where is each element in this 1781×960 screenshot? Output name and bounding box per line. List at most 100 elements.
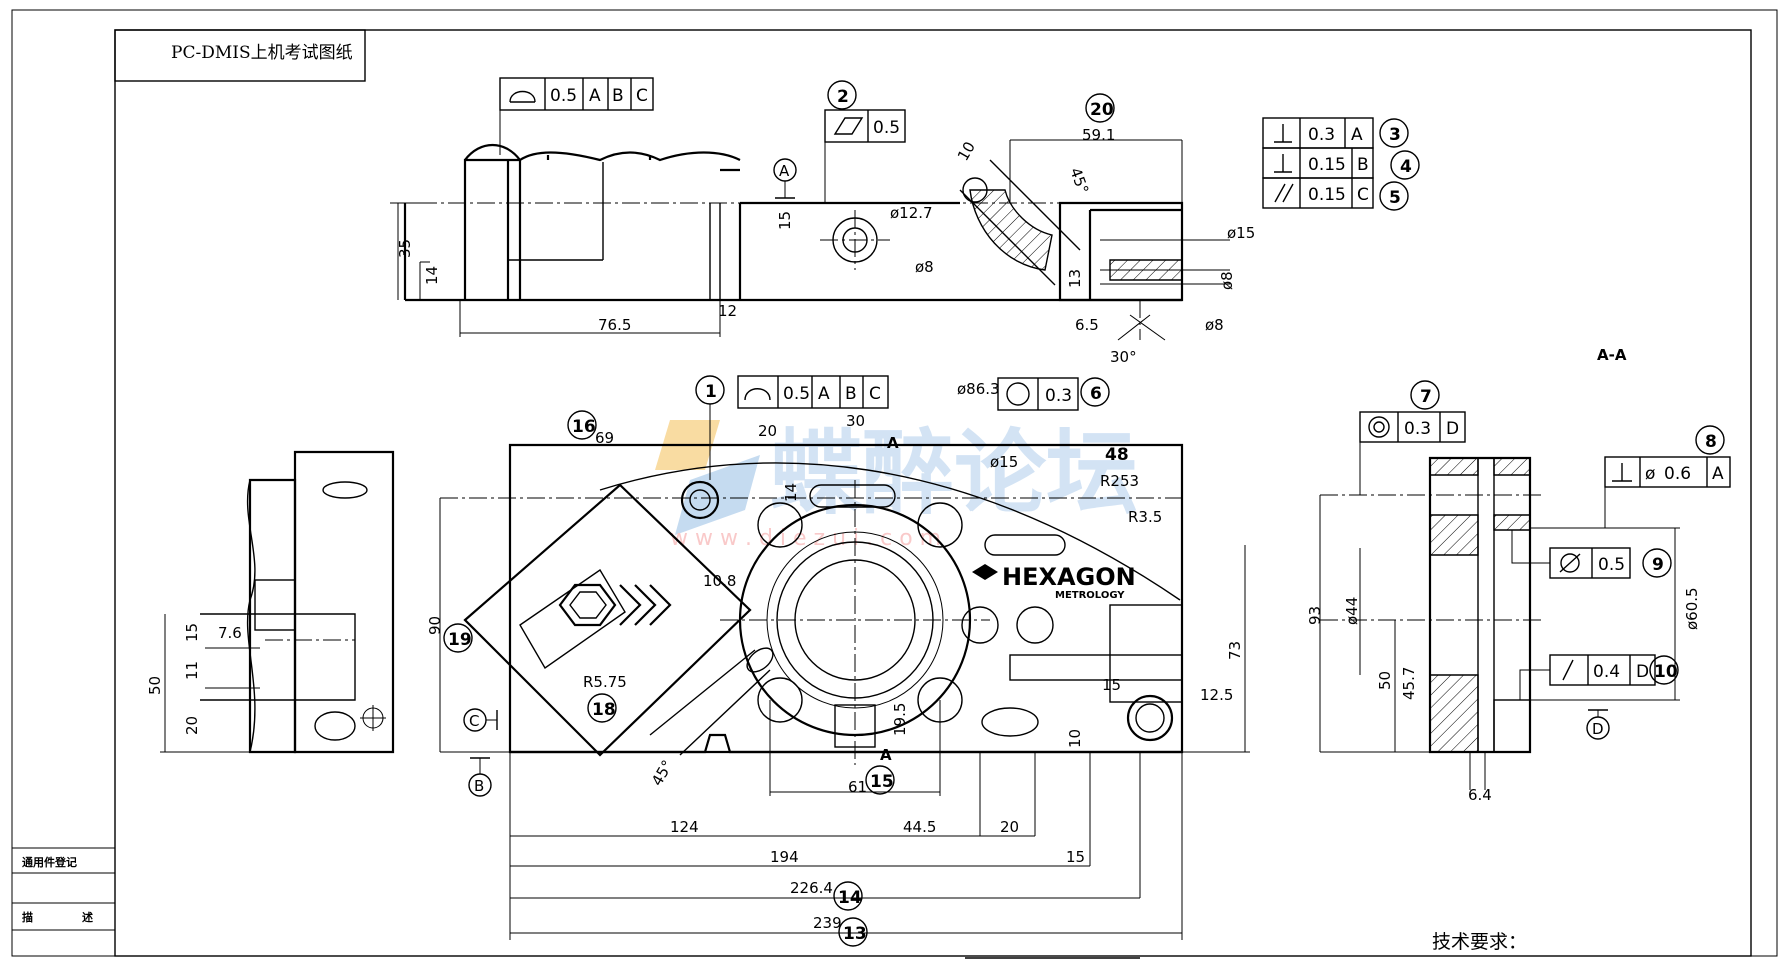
svg-text:124: 124 — [670, 818, 699, 836]
balloon-9: 9 — [1642, 548, 1672, 578]
fcf-3-ref: A — [1351, 125, 1363, 145]
svg-text:R253: R253 — [1100, 472, 1139, 490]
svg-text:14: 14 — [782, 483, 800, 502]
svg-text:20: 20 — [758, 422, 777, 440]
balloon-20: 20 — [1085, 93, 1115, 123]
svg-text:226.4: 226.4 — [790, 879, 833, 897]
fcf-7: 0.3 D — [1359, 411, 1466, 495]
balloon-5: 5 — [1379, 181, 1409, 211]
fcf-9: 0.5 — [1511, 530, 1631, 579]
svg-text:14: 14 — [423, 266, 441, 285]
svg-text:20: 20 — [1090, 100, 1114, 120]
svg-text:35: 35 — [396, 239, 414, 258]
datum-c-label: C — [469, 712, 479, 730]
svg-text:4: 4 — [1400, 157, 1412, 177]
title-block: PC-DMIS上机考试图纸 — [114, 29, 366, 82]
svg-text:19: 19 — [448, 630, 472, 650]
svg-text:30°: 30° — [1110, 348, 1137, 366]
balloon-18: 18 — [587, 693, 617, 723]
watermark-text: 蝶醉论坛 — [770, 420, 1138, 527]
svg-text:194: 194 — [770, 848, 799, 866]
fcf-10: 0.4 D — [1519, 654, 1656, 700]
fcf-5-ref: C — [1357, 185, 1369, 205]
datum-d-label: D — [1592, 720, 1604, 738]
svg-text:48: 48 — [1105, 445, 1129, 465]
datum-a: A — [773, 158, 797, 199]
svg-text:239: 239 — [813, 914, 842, 932]
drawing-title: PC-DMIS上机考试图纸 — [171, 43, 353, 63]
svg-text:5: 5 — [1389, 188, 1401, 208]
svg-text:12: 12 — [718, 302, 737, 320]
datum-b-label: B — [474, 777, 484, 795]
fcf-2: 0.5 — [824, 109, 906, 203]
svg-text:61: 61 — [848, 778, 867, 796]
svg-text:20: 20 — [1000, 818, 1019, 836]
svg-text:R5.75: R5.75 — [583, 673, 627, 691]
balloon-16: 16 — [567, 410, 597, 440]
svg-text:R3.5: R3.5 — [1128, 508, 1162, 526]
logo-brand: HEXAGON — [1002, 563, 1136, 591]
svg-text:15: 15 — [1066, 848, 1085, 866]
watermark: 蝶醉论坛 w w w . d i e z u i . c o m — [655, 420, 1138, 551]
fcf-9-value: 0.5 — [1598, 555, 1625, 575]
section-label: A-A — [1597, 346, 1627, 364]
fcf-10-value: 0.4 — [1593, 662, 1620, 682]
fcf-2-value: 0.5 — [873, 118, 900, 138]
svg-text:19.5: 19.5 — [891, 703, 909, 736]
svg-text:ø86.3: ø86.3 — [957, 380, 1000, 398]
svg-text:3: 3 — [1389, 125, 1401, 145]
svg-text:6.5: 6.5 — [1075, 316, 1099, 334]
fcf-8-ref: A — [1712, 464, 1724, 484]
datum-a-label: A — [779, 162, 790, 180]
svg-text:20: 20 — [183, 716, 201, 735]
svg-text:44.5: 44.5 — [903, 818, 936, 836]
balloon-7: 7 — [1410, 380, 1440, 410]
svg-text:50: 50 — [1376, 671, 1394, 690]
fcf-3-value: 0.3 — [1308, 125, 1335, 145]
balloon-13: 13 — [838, 917, 868, 947]
svg-text:7.6: 7.6 — [218, 624, 242, 642]
svg-text:12.5: 12.5 — [1200, 686, 1233, 704]
svg-text:69: 69 — [595, 429, 614, 447]
dimension-labels: 59.1 76.5 35 14 12 15 ø12.7 ø8 10 45° ø1… — [146, 126, 1701, 932]
left-registration-table: 通用件登记 描 述 — [22, 855, 93, 924]
balloon-19: 19 — [443, 623, 473, 653]
svg-text:18: 18 — [592, 700, 616, 720]
fcf-1-value: 0.5 — [783, 384, 810, 404]
svg-text:45.7: 45.7 — [1400, 667, 1418, 700]
svg-text:45°: 45° — [1066, 165, 1092, 196]
svg-text:45°: 45° — [648, 757, 677, 789]
fcf-top-ref-b: B — [612, 86, 624, 106]
svg-text:10: 10 — [1654, 662, 1678, 682]
svg-text:76.5: 76.5 — [598, 316, 631, 334]
fcf-1-ref-a: A — [818, 384, 830, 404]
balloon-15: 15 — [865, 765, 895, 795]
svg-text:9: 9 — [1652, 555, 1664, 575]
left-view — [160, 450, 395, 754]
fcf-4-ref: B — [1357, 155, 1369, 175]
balloon-4: 4 — [1390, 150, 1420, 180]
fcf-7-value: 0.3 — [1404, 419, 1431, 439]
svg-text:ø44: ø44 — [1343, 597, 1361, 625]
fcf-3-4-5: 0.3 A 0.15 B 0.15 C — [1262, 117, 1374, 209]
svg-text:73: 73 — [1226, 641, 1244, 660]
fcf-top-ref-a: A — [589, 86, 601, 106]
sheet-border — [11, 9, 1778, 957]
svg-text:ø15: ø15 — [1227, 224, 1255, 242]
svg-text:ø8: ø8 — [1218, 271, 1236, 290]
svg-text:A: A — [887, 434, 899, 452]
fcf-8: ø 0.6 A — [1604, 456, 1731, 528]
section-view: A-A — [1319, 346, 1680, 754]
registry-label: 通用件登记 — [22, 855, 77, 869]
svg-text:10: 10 — [954, 138, 979, 164]
svg-text:11: 11 — [183, 661, 201, 680]
svg-text:2: 2 — [837, 87, 849, 107]
svg-text:15: 15 — [1102, 676, 1121, 694]
technical-requirements: 技术要求： — [1432, 931, 1527, 953]
balloon-10: 10 — [1649, 655, 1679, 685]
fcf-8-dia: ø — [1645, 464, 1655, 484]
datum-d: D — [1586, 709, 1610, 740]
balloon-2: 2 — [827, 80, 857, 110]
svg-text:90: 90 — [426, 616, 444, 635]
